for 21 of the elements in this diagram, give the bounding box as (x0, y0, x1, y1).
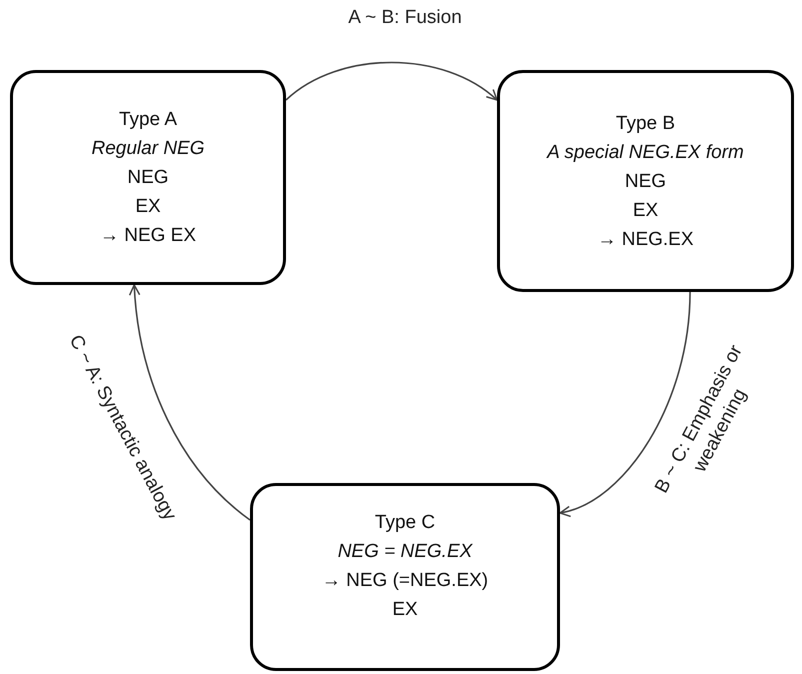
box-text-line: → NEG EX (100, 224, 196, 248)
rounded-box (497, 70, 794, 292)
curved-arrow (129, 284, 250, 521)
curved-arrow (286, 62, 498, 101)
box-text-line: EX (135, 195, 161, 219)
rounded-box (10, 70, 286, 285)
type-heading: Type A (118, 108, 178, 132)
type-heading: Type C (374, 511, 436, 535)
type-subtitle: Regular NEG (92, 137, 204, 161)
type-heading: Type B (616, 112, 676, 136)
box-text-line: EX (632, 198, 658, 222)
curved-arrow (559, 292, 691, 516)
type-subtitle: NEG = NEG.EX (338, 540, 472, 564)
box-text-line: NEG (127, 166, 169, 190)
box-text-line: → NEG.EX (597, 228, 694, 252)
edge-label: A ~ B: Fusion (347, 6, 463, 30)
type-subtitle: A special NEG.EX form (547, 140, 744, 164)
rounded-box (250, 483, 560, 671)
box-text-line: NEG (624, 170, 666, 194)
box-text-line: → NEG (=NEG.EX) (322, 569, 488, 593)
box-text-line: EX (392, 598, 418, 622)
